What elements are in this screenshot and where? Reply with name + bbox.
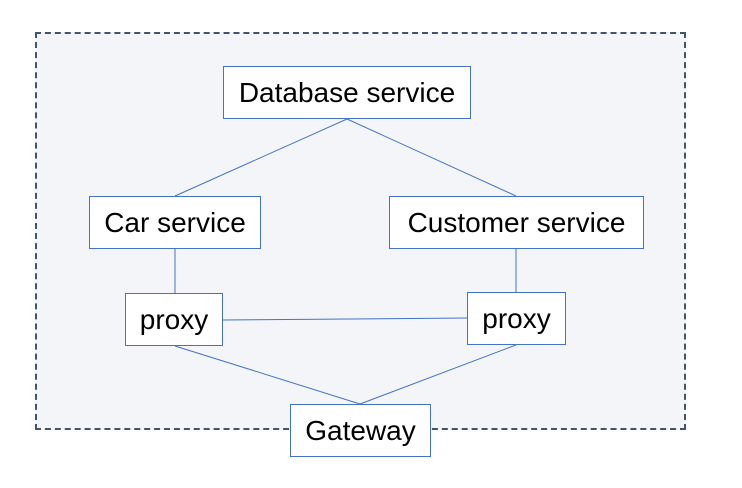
gateway-node: Gateway (290, 404, 431, 457)
gateway-label: Gateway (305, 414, 416, 446)
car-service-node: Car service (89, 196, 261, 249)
car-service-label: Car service (104, 206, 246, 238)
link-database-car (174, 118, 348, 197)
link-database-customer (346, 118, 517, 197)
proxy-right-label: proxy (482, 302, 551, 334)
proxy-left-label: proxy (139, 303, 209, 335)
customer-service-node: Customer service (389, 196, 644, 249)
customer-service-label: Customer service (407, 206, 626, 238)
link-proxy-proxy (222, 317, 468, 321)
database-service-label: Database service (238, 76, 456, 108)
proxy-left-node: proxy (125, 293, 223, 346)
proxy-right-node: proxy (467, 292, 566, 345)
database-service-node: Database service (223, 66, 471, 119)
link-proxy-left-gateway (174, 345, 361, 405)
link-proxy-right-gateway (359, 344, 517, 405)
